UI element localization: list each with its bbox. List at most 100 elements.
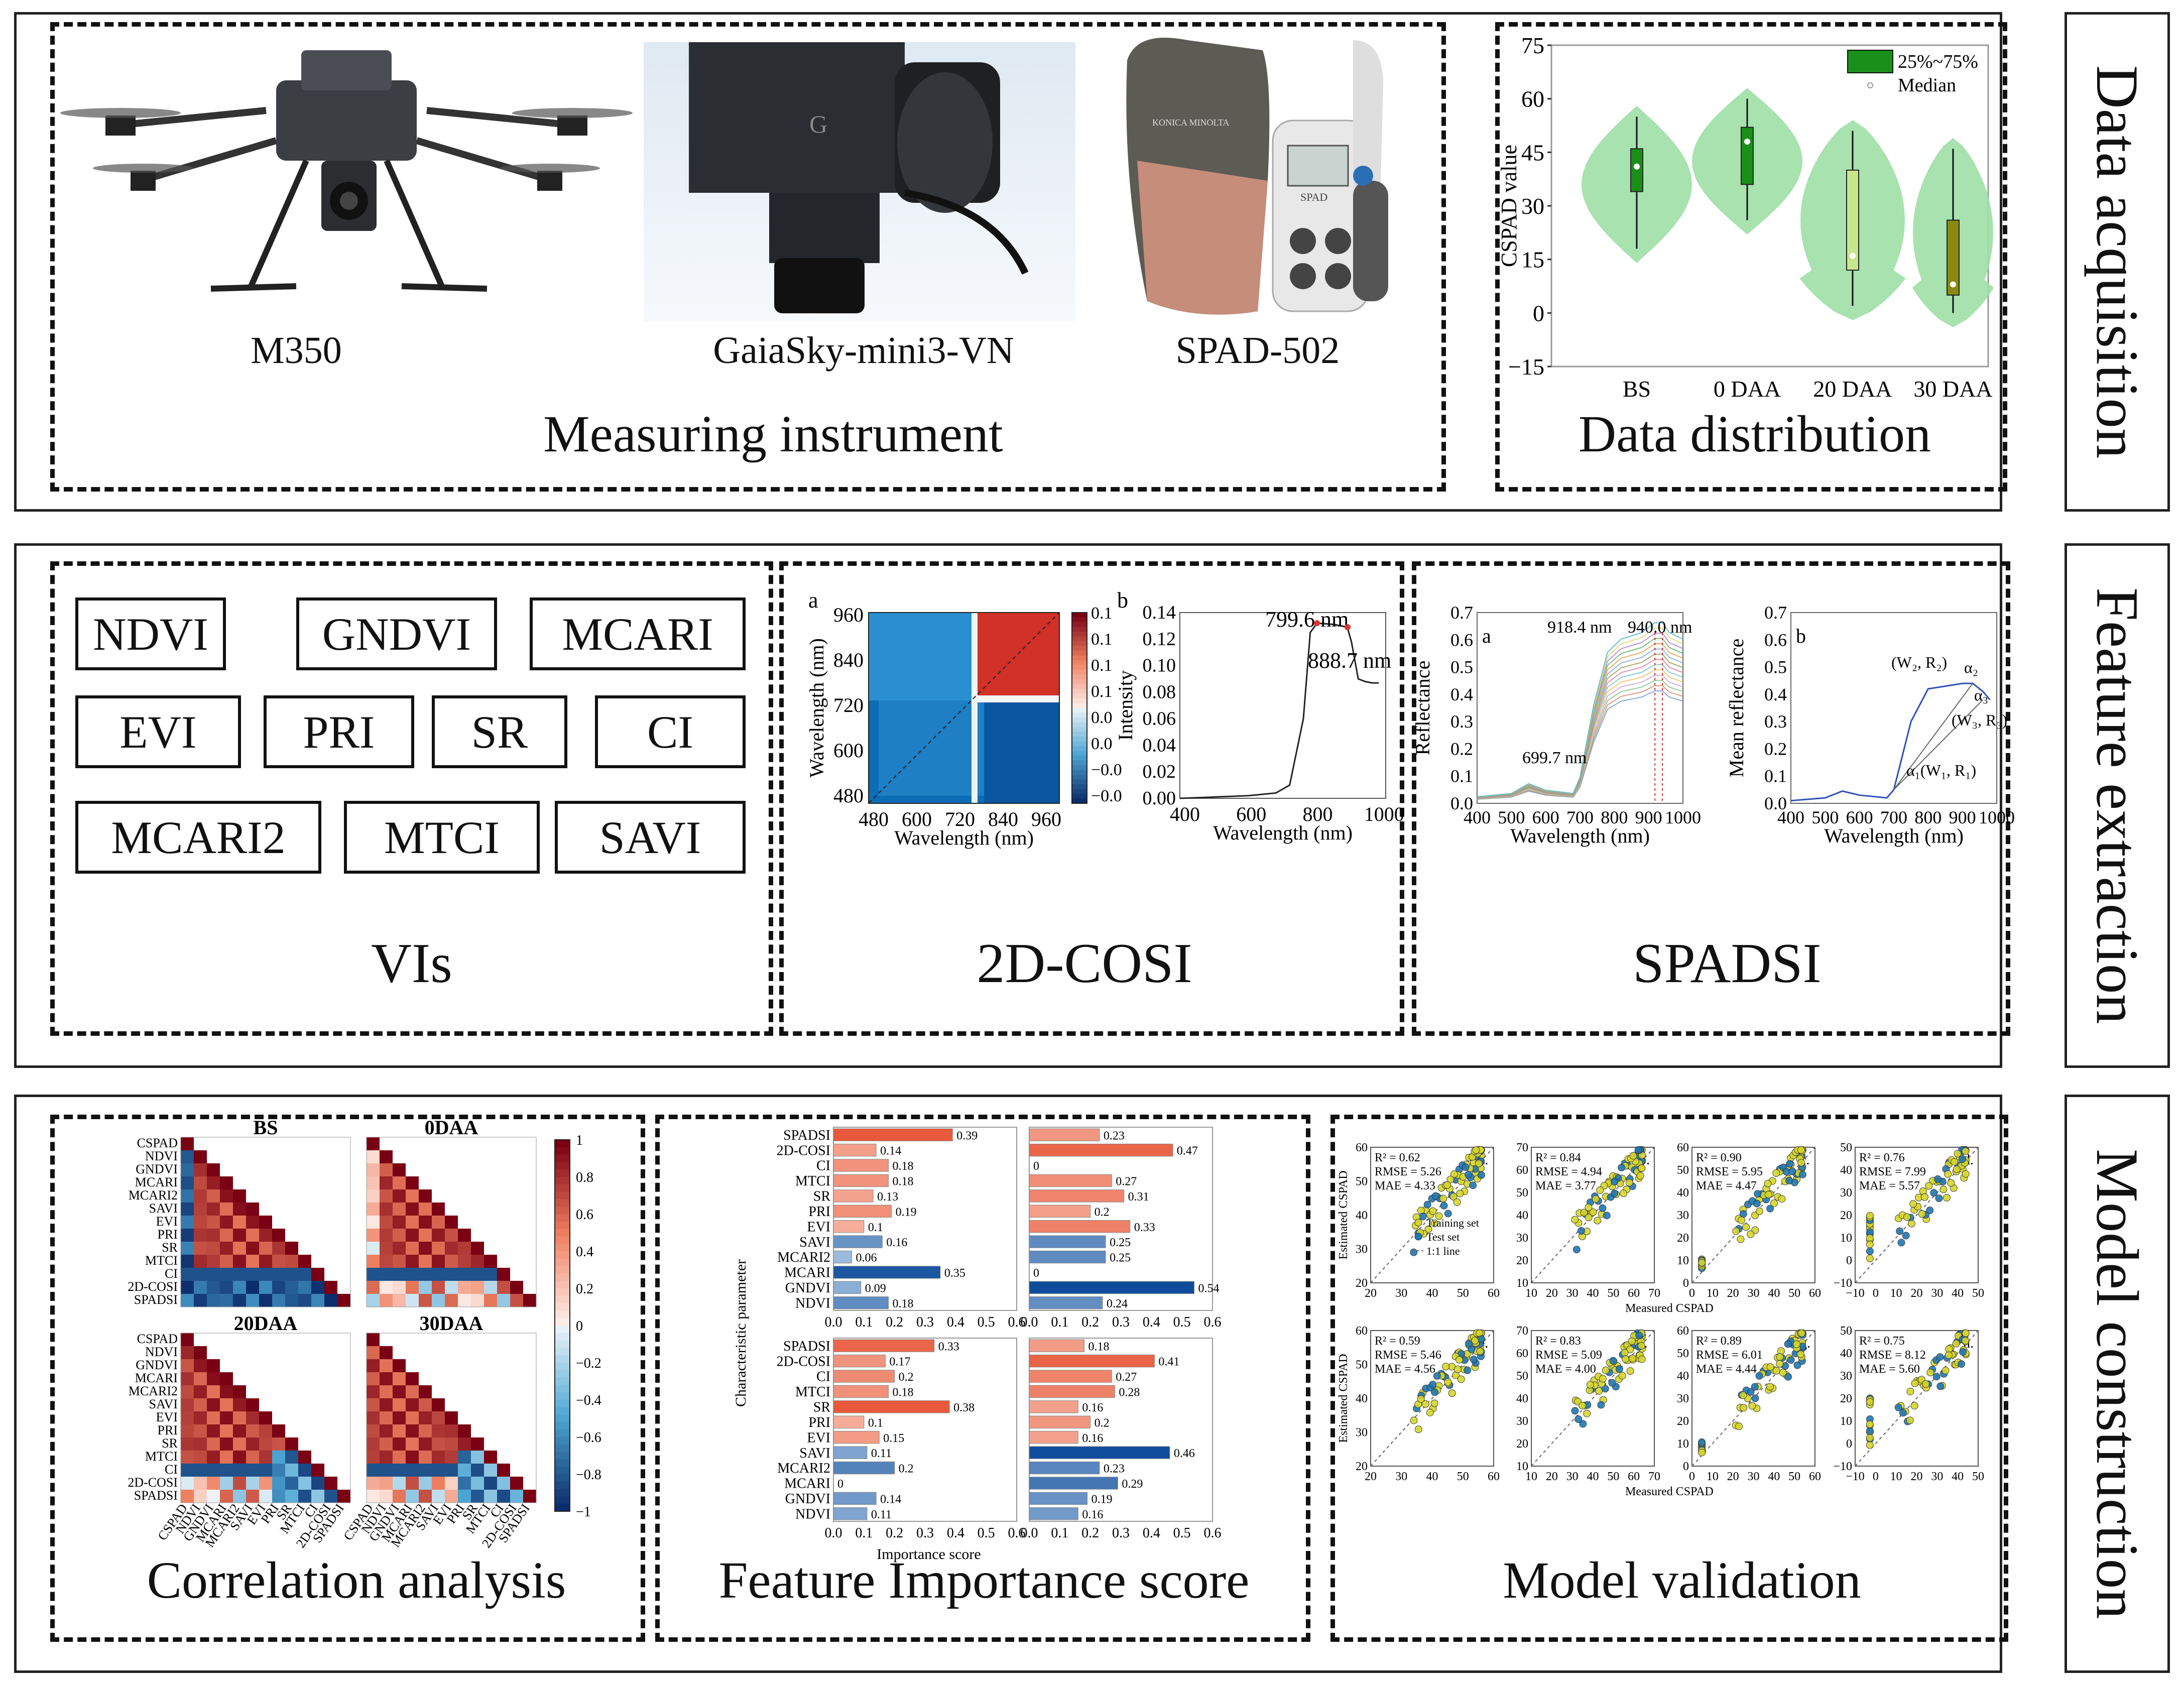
row-frame-model	[14, 1095, 2002, 1673]
corr-cell	[324, 1281, 337, 1294]
validation-xtick: 50	[1788, 1470, 1800, 1483]
corr-cell	[233, 1411, 246, 1424]
validation-xtick: 30	[1931, 1287, 1943, 1300]
importance-tick: 0.4	[1143, 1525, 1160, 1541]
corr-cell	[432, 1424, 445, 1437]
corr-cell	[246, 1464, 259, 1477]
violin-legend-median-marker	[1867, 82, 1873, 88]
importance-tick: 0.2	[886, 1314, 903, 1330]
corr-cell	[272, 1294, 285, 1307]
corr-cell-upper	[233, 1163, 246, 1176]
importance-tick: 0.5	[978, 1525, 995, 1541]
corr-cell-upper	[311, 1229, 324, 1242]
cosi-colorbar-cell	[1072, 770, 1087, 775]
validation-ytick: 30	[1840, 1186, 1852, 1199]
corr-cell-upper	[246, 1189, 259, 1203]
cosi-colorbar-cell	[1072, 732, 1087, 737]
corr-cell-upper	[380, 1333, 393, 1346]
corr-colorbar-cell	[555, 1236, 570, 1245]
validation-ytick: 60	[1356, 1141, 1368, 1154]
validation-point	[1442, 1363, 1450, 1371]
cosi-heatmap-block	[869, 613, 977, 700]
corr-cell	[285, 1242, 298, 1255]
cosi-colorbar-cell	[1072, 756, 1087, 761]
corr-cell	[458, 1437, 471, 1451]
corr-cell-upper	[393, 1346, 406, 1359]
validation-frame	[1691, 1330, 1815, 1467]
corr-colorbar-cell	[555, 1407, 570, 1415]
validation-point	[1611, 1189, 1619, 1197]
corr-cell	[380, 1346, 393, 1359]
validation-point	[1944, 1170, 1952, 1178]
corr-cell	[393, 1424, 406, 1437]
corr-colorbar-cell	[555, 1162, 570, 1170]
corr-cell-upper	[285, 1137, 298, 1150]
corr-cell	[194, 1242, 207, 1255]
cosi-colorbar-cell	[1072, 613, 1087, 618]
importance-bar-value: 0.25	[1110, 1236, 1131, 1249]
corr-cell	[246, 1203, 259, 1216]
corr-cell	[393, 1268, 406, 1281]
importance-bar	[1029, 1400, 1078, 1413]
validation-point	[1698, 1449, 1706, 1457]
corr-cell	[207, 1176, 220, 1189]
cosi-colorbar-cell	[1072, 727, 1087, 733]
importance-tick: 0.2	[886, 1525, 903, 1541]
corr-cell	[432, 1464, 445, 1477]
importance-bar-value: 0.16	[1082, 1432, 1103, 1445]
validation-point	[1414, 1425, 1422, 1433]
corr-row-label: MTCI	[145, 1253, 178, 1268]
corr-cell	[432, 1451, 445, 1464]
validation-ytick: 40	[1677, 1370, 1689, 1383]
validation-point	[1936, 1353, 1944, 1361]
validation-point	[1477, 1335, 1485, 1343]
validation-point	[1766, 1363, 1774, 1371]
cosi-panel-a-label: a	[808, 588, 818, 613]
corr-cell	[484, 1294, 497, 1307]
importance-tick: 0.5	[978, 1314, 995, 1330]
corr-cell	[233, 1216, 246, 1229]
spadsi-a-spectrum	[1477, 659, 1683, 799]
corr-cell	[510, 1294, 523, 1307]
corr-colorbar-cell	[555, 1184, 570, 1192]
cosi-colorbar-tick: −0.0	[1091, 787, 1122, 805]
importance-bar	[833, 1159, 889, 1172]
validation-point	[1638, 1355, 1646, 1363]
validation-point	[1571, 1407, 1579, 1415]
violin-xtick: 0 DAA	[1714, 376, 1781, 402]
row-label-model: Model construction	[2065, 1095, 2170, 1673]
validation-point	[1597, 1401, 1605, 1409]
corr-cell	[419, 1216, 432, 1229]
cosi-colorbar-cell	[1072, 632, 1087, 637]
importance-bar-value: 0.41	[1158, 1356, 1179, 1369]
corr-cell-upper	[484, 1333, 497, 1346]
validation-point	[1449, 1192, 1458, 1200]
corr-cell	[380, 1490, 393, 1503]
importance-bar	[833, 1415, 865, 1428]
corr-cell-upper	[445, 1333, 458, 1346]
cosi-colorbar-cell	[1072, 722, 1087, 728]
spadsi-a-ytick: 0.4	[1450, 684, 1473, 704]
validation-point	[1430, 1219, 1438, 1227]
corr-cell	[207, 1372, 220, 1385]
corr-cell-upper	[324, 1333, 337, 1346]
validation-point	[1583, 1409, 1591, 1417]
corr-cell-upper	[445, 1189, 458, 1203]
validation-ytick: 10	[1677, 1254, 1689, 1267]
validation-point	[1920, 1193, 1928, 1201]
corr-cell	[194, 1176, 207, 1189]
corr-cell	[393, 1281, 406, 1294]
validation-xtick: 10	[1707, 1470, 1719, 1483]
validation-ytick: 20	[1677, 1415, 1689, 1428]
corr-cell-upper	[419, 1137, 432, 1150]
validation-point	[1911, 1379, 1919, 1387]
importance-bar	[833, 1461, 895, 1475]
corr-cell-upper	[259, 1176, 272, 1189]
validation-point	[1450, 1170, 1458, 1178]
corr-cell	[285, 1437, 298, 1451]
corr-cell-upper	[311, 1242, 324, 1255]
importance-feature-label: SPADSI	[783, 1128, 830, 1143]
validation-point	[1776, 1353, 1784, 1361]
corr-cell	[484, 1281, 497, 1294]
validation-ytick: 10	[1516, 1460, 1528, 1473]
